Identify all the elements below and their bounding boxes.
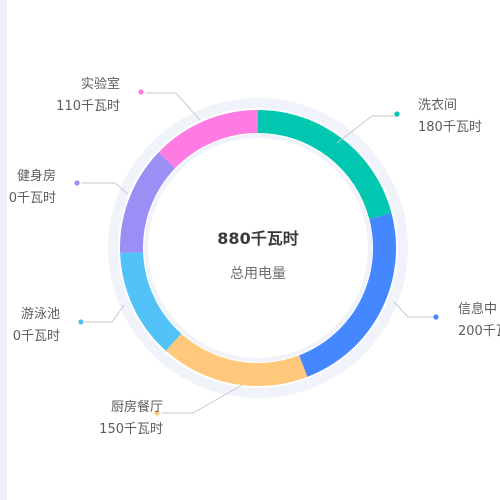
slice-lab[interactable] (158, 110, 258, 169)
slice-laundry[interactable] (258, 110, 392, 219)
leader-dot-info-center (433, 314, 439, 320)
leader-line-info-center (393, 301, 436, 318)
slice-pool[interactable] (120, 252, 182, 351)
leader-line-pool (85, 304, 125, 323)
leader-line-kitchen (161, 384, 243, 414)
leader-dot-kitchen (154, 410, 160, 416)
total-value: 880千瓦时 (217, 229, 298, 248)
slice-value-kitchen: 150千瓦时 (99, 422, 163, 437)
leader-line-laundry (336, 115, 397, 144)
slice-value-lab: 110千瓦时 (56, 99, 120, 114)
slice-value-laundry: 180千瓦时 (418, 120, 482, 135)
slice-value-gym: 0千瓦时 (9, 191, 56, 206)
left-edge-strip (0, 0, 7, 500)
slice-value-info-center: 200千瓦 (458, 324, 500, 339)
leader-dot-laundry (394, 111, 400, 117)
leader-dot-lab (138, 89, 144, 95)
slice-name-lab: 实验室 (81, 76, 120, 92)
slice-value-pool: 0千瓦时 (13, 329, 60, 344)
slice-name-kitchen: 厨房餐厅 (111, 399, 163, 415)
slice-name-laundry: 洗衣间 (418, 97, 457, 113)
total-caption: 总用电量 (230, 266, 286, 282)
slice-name-pool: 游泳池 (21, 307, 60, 322)
slice-info-center[interactable] (299, 213, 396, 377)
leader-dot-gym (74, 180, 80, 186)
outer-halo-ring (108, 98, 408, 398)
leader-dot-pool (78, 319, 84, 325)
slice-kitchen[interactable] (165, 333, 308, 387)
inner-halo-ring (144, 134, 372, 362)
leader-line-gym (81, 182, 129, 195)
donut-slices (119, 110, 396, 387)
leader-lines (74, 89, 439, 416)
slice-gym[interactable] (119, 152, 176, 254)
slice-name-info-center: 信息中 (458, 301, 497, 317)
leader-line-lab (145, 92, 201, 121)
slice-name-gym: 健身房 (17, 168, 56, 184)
